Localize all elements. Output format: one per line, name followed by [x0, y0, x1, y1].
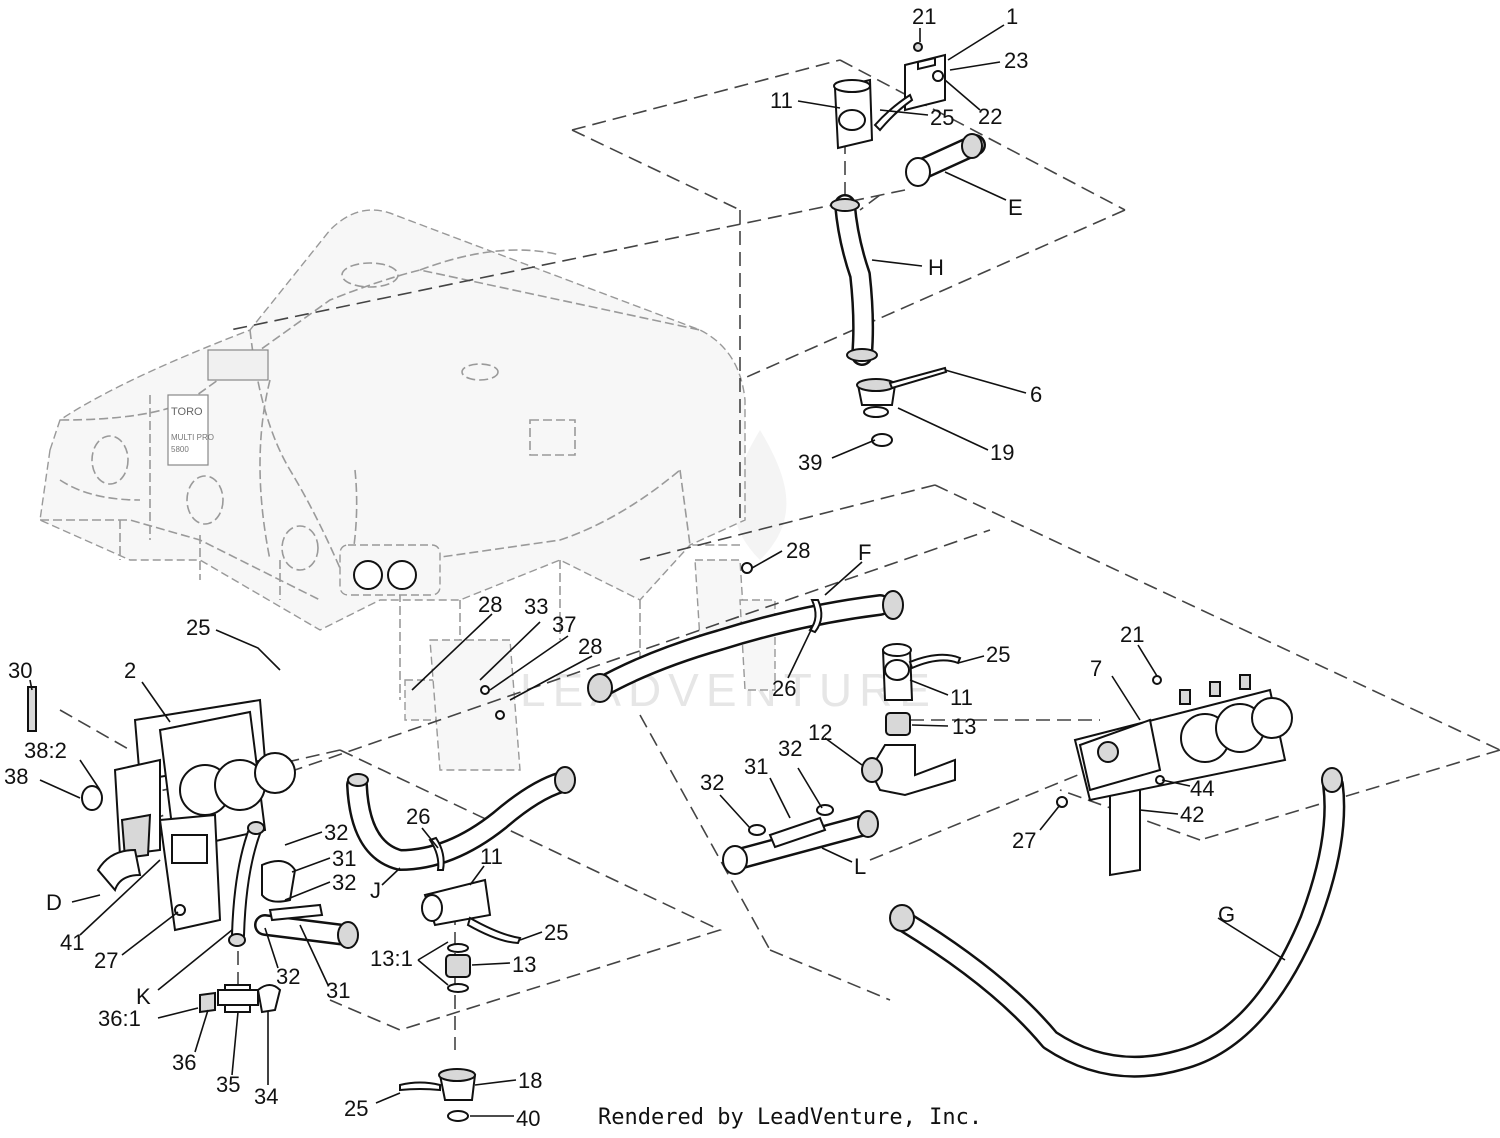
- hose-L: [722, 804, 879, 875]
- render-credit: Rendered by LeadVenture, Inc.: [598, 1105, 982, 1130]
- callout-G: G: [1218, 902, 1235, 927]
- callout-27-b: 27: [1012, 828, 1036, 853]
- callout-E: E: [1008, 195, 1023, 220]
- callout-21-right: 21: [1120, 622, 1144, 647]
- callout-32-c: 32: [324, 820, 348, 845]
- callout-39: 39: [798, 450, 822, 475]
- callout-31-a: 31: [744, 754, 768, 779]
- callout-42: 42: [1180, 802, 1204, 827]
- frame-mount-plates: [404, 559, 776, 771]
- callout-41: 41: [60, 930, 84, 955]
- callout-33: 33: [524, 594, 548, 619]
- callout-F: F: [858, 540, 871, 565]
- left-valve-manifold-2: [81, 698, 296, 932]
- callout-18: 18: [518, 1068, 542, 1093]
- tank-brand: TORO: [171, 406, 203, 418]
- strainer-6-19: [856, 366, 948, 418]
- callout-2: 2: [124, 658, 136, 683]
- callout-11-top: 11: [770, 88, 793, 113]
- hose-E: [905, 133, 986, 187]
- callout-23: 23: [1004, 48, 1028, 73]
- low-tee-valve-11: [421, 878, 522, 945]
- hose-lower-left: [254, 860, 359, 949]
- mid-tee-valve-11: [881, 643, 962, 701]
- top-retainer-pin-25: [873, 93, 914, 132]
- callout-leaders: [29, 24, 1286, 1117]
- spray-tank-ghost: [39, 209, 746, 700]
- callout-K: K: [136, 984, 151, 1009]
- top-mount-bracket: [904, 42, 946, 112]
- tank-model-line2: 5800: [171, 445, 189, 454]
- hose-G: [889, 767, 1346, 1078]
- bottom-strainer-18: [399, 1068, 477, 1122]
- callout-25-e: 25: [344, 1096, 368, 1121]
- callout-J: J: [370, 878, 381, 903]
- o-ring-39: [871, 433, 893, 447]
- callout-32-e: 32: [276, 964, 300, 989]
- callout-11-mid: 11: [950, 685, 973, 710]
- callout-35: 35: [216, 1072, 240, 1097]
- callout-32-b: 32: [778, 736, 802, 761]
- tank-decal: TORO MULTI PRO 5800: [167, 349, 269, 466]
- callout-31-b: 31: [332, 846, 356, 871]
- callout-25-d: 25: [544, 920, 568, 945]
- hose-J: [346, 766, 576, 871]
- callout-34: 34: [254, 1084, 278, 1109]
- callout-37: 37: [552, 612, 576, 637]
- callout-25-c: 25: [186, 615, 210, 640]
- callout-32-a: 32: [700, 770, 724, 795]
- callout-26-b: 26: [406, 804, 430, 829]
- callout-6: 6: [1030, 382, 1042, 407]
- callout-30: 30: [8, 658, 32, 683]
- callout-27-a: 27: [94, 948, 118, 973]
- callout-28-a: 28: [786, 538, 810, 563]
- callout-7: 7: [1090, 656, 1102, 681]
- callout-28-b: 28: [478, 592, 502, 617]
- callout-13-low: 13: [512, 952, 536, 977]
- valve-35-36: [199, 984, 282, 1014]
- hose-K: [228, 821, 265, 947]
- callout-1: 1: [1006, 4, 1018, 29]
- callout-36: 36: [172, 1050, 196, 1075]
- watermark-text: LEADVENTURE: [520, 664, 937, 716]
- tank-outlet-fittings: [339, 544, 441, 596]
- elbow-D: [96, 848, 142, 892]
- callout-44: 44: [1190, 776, 1214, 801]
- callout-13-1: 13:1: [370, 946, 413, 971]
- right-valve-manifold-7: [1056, 674, 1293, 877]
- tank-model-line1: MULTI PRO: [171, 433, 214, 442]
- elbow-tee-12: [861, 744, 956, 797]
- callout-21-top: 21: [912, 4, 936, 29]
- callout-38: 38: [4, 764, 28, 789]
- callout-H: H: [928, 255, 944, 280]
- callout-36-1: 36:1: [98, 1006, 141, 1031]
- hose-F: [587, 590, 904, 703]
- callout-26-a: 26: [772, 676, 796, 701]
- pin-30: [27, 686, 37, 732]
- callout-13-mid: 13: [952, 714, 976, 739]
- callout-labels: 21 1 23 11 25 22 E H 6 19 39 28 F 25 26 …: [4, 4, 1235, 1131]
- callout-40: 40: [516, 1106, 540, 1131]
- callout-38-2: 38:2: [24, 738, 67, 763]
- top-tee-valve-11: [833, 78, 874, 150]
- callout-12: 12: [808, 720, 832, 745]
- callout-D: D: [46, 890, 62, 915]
- callout-32-d: 32: [332, 870, 356, 895]
- callout-28-c: 28: [578, 634, 602, 659]
- callout-22: 22: [978, 104, 1002, 129]
- callout-25-top: 25: [930, 105, 954, 130]
- hose-H: [830, 194, 878, 366]
- low-fitting-13: [445, 943, 471, 993]
- callout-25-b: 25: [986, 642, 1010, 667]
- watermark-flame-logo: [733, 430, 787, 560]
- callout-L: L: [854, 854, 866, 879]
- callout-31-c: 31: [326, 978, 350, 1003]
- callout-19: 19: [990, 440, 1014, 465]
- callout-11-low: 11: [480, 844, 503, 869]
- mid-fitting-13: [885, 712, 911, 736]
